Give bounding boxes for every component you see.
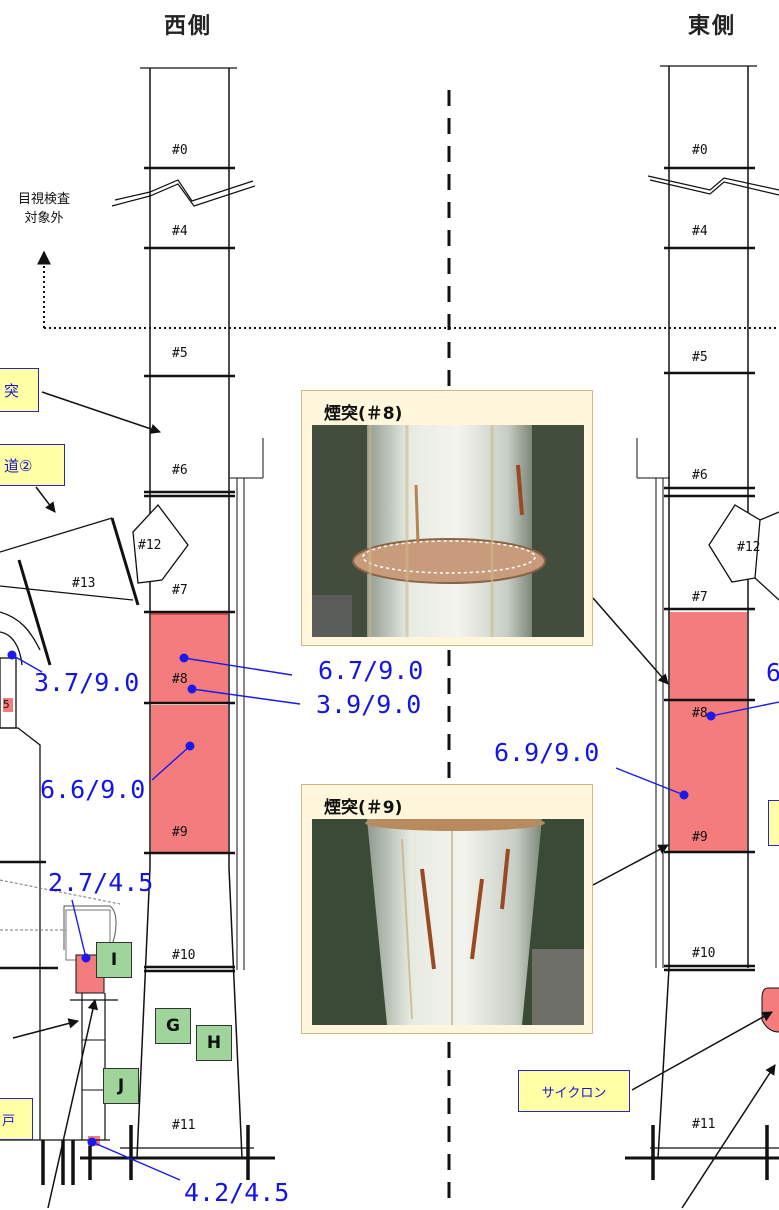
east-partial-label bbox=[768, 800, 779, 846]
east-section-label: #4 bbox=[692, 224, 708, 239]
west-section-label: #10 bbox=[172, 948, 196, 963]
duct-section-label: #12 bbox=[138, 538, 162, 553]
chimney-label-text: 突 bbox=[4, 381, 20, 400]
measurement-value: 3.9/9.0 bbox=[316, 690, 422, 719]
west-section-label: #7 bbox=[172, 583, 188, 598]
east-section-label: #11 bbox=[692, 1117, 716, 1132]
west-section-label: #8 bbox=[172, 672, 188, 687]
marker-g: G bbox=[155, 1008, 191, 1044]
measurement-value: 6.9/9.0 bbox=[494, 738, 600, 767]
east-section-label: #10 bbox=[692, 946, 716, 961]
duct-section-label: #13 bbox=[72, 576, 96, 591]
out-of-scope-note: 目視検査 対象外 bbox=[18, 190, 70, 228]
duct2-label-text: 道② bbox=[4, 456, 33, 475]
west-section-8-9-inspected bbox=[151, 705, 228, 853]
east-duct-section-label: #12 bbox=[737, 540, 761, 555]
east-section-label: #9 bbox=[692, 830, 708, 845]
west-section-label: #0 bbox=[172, 143, 188, 158]
left-partial-label: 戸 bbox=[0, 1098, 33, 1140]
measurement-value: 6 bbox=[766, 658, 779, 687]
west-side-header: 西側 bbox=[164, 14, 213, 39]
photo-panel-section9: 煙突(＃9) bbox=[301, 784, 593, 1034]
east-section-label: #0 bbox=[692, 143, 708, 158]
chimney-photo-image bbox=[312, 425, 584, 637]
cyclone-label-text: サイクロン bbox=[541, 1085, 607, 1101]
east-side-header: 東側 bbox=[688, 14, 737, 39]
out-of-scope-line2: 対象外 bbox=[24, 211, 64, 226]
small-section-label: 5 bbox=[3, 698, 10, 711]
out-of-scope-line1: 目視検査 bbox=[18, 192, 71, 207]
measurement-value: 3.7/9.0 bbox=[34, 668, 140, 697]
measurement-value: 6.7/9.0 bbox=[318, 656, 424, 685]
west-section-label: #6 bbox=[172, 463, 188, 478]
east-section-label: #5 bbox=[692, 350, 708, 365]
photo-title: 煙突(＃8) bbox=[324, 404, 403, 424]
duct2-label: 道② bbox=[0, 444, 65, 486]
measurement-value: 6.6/9.0 bbox=[40, 775, 146, 804]
left-partial-label-text: 戸 bbox=[2, 1113, 16, 1129]
west-stack bbox=[0, 67, 275, 1185]
cyclone-label: サイクロン bbox=[518, 1070, 630, 1112]
west-section-label: #4 bbox=[172, 224, 188, 239]
east-section-label: #7 bbox=[692, 590, 708, 605]
east-section-label: #8 bbox=[692, 706, 708, 721]
east-section-label: #6 bbox=[692, 468, 708, 483]
measurement-value: 4.2/4.5 bbox=[184, 1178, 290, 1207]
east-stack bbox=[625, 65, 779, 1180]
photo-title: 煙突(＃9) bbox=[324, 798, 403, 818]
chimney-label: 突 bbox=[0, 368, 39, 412]
west-section-label: #5 bbox=[172, 346, 188, 361]
west-section-label: #9 bbox=[172, 825, 188, 840]
photo-panel-section8: 煙突(＃8) bbox=[301, 390, 593, 646]
west-section-label: #11 bbox=[172, 1118, 196, 1133]
east-section-inspected bbox=[670, 612, 747, 852]
marker-h: H bbox=[196, 1025, 232, 1061]
marker-i: I bbox=[96, 942, 132, 978]
chimney-photo-image bbox=[312, 819, 584, 1025]
marker-j: J bbox=[103, 1068, 139, 1104]
measurement-value: 2.7/4.5 bbox=[48, 868, 154, 897]
